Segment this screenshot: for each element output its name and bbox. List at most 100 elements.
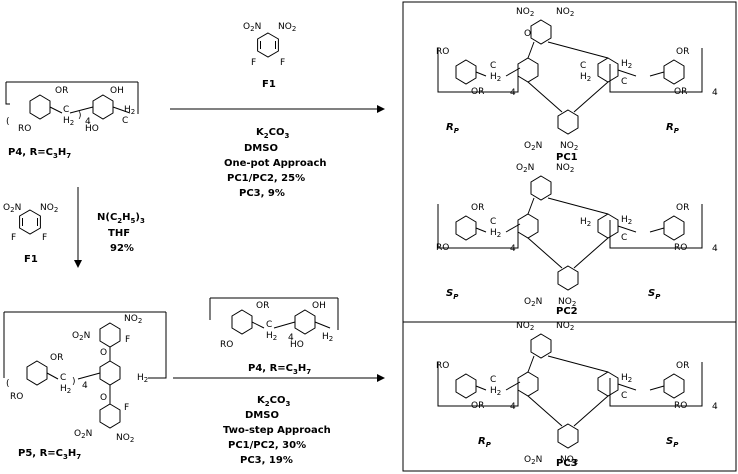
molecule-p4-bottom: OR RO OH HO C H2 H2 4 P4, R=C3H7 bbox=[209, 297, 339, 376]
svg-text:4: 4 bbox=[85, 117, 91, 127]
svg-text:NO2: NO2 bbox=[556, 321, 574, 332]
svg-text:O2N: O2N bbox=[74, 429, 92, 440]
svg-text:(: ( bbox=[6, 379, 10, 389]
svg-text:H2: H2 bbox=[621, 373, 632, 384]
svg-text:RO: RO bbox=[436, 243, 449, 253]
molecule-p5: OR RO C H2 H2 4 ( ) O O O2N NO2 F F O2N … bbox=[3, 311, 167, 461]
svg-text:O​: O​ bbox=[524, 29, 531, 39]
svg-text:RO: RO bbox=[18, 124, 31, 134]
svg-text:H2: H2 bbox=[322, 332, 333, 343]
svg-text:OR: OR bbox=[50, 353, 63, 363]
svg-text:(: ( bbox=[6, 117, 10, 127]
svg-text:C: C bbox=[60, 373, 66, 383]
svg-text:C: C bbox=[122, 116, 128, 126]
svg-text:OH: OH bbox=[110, 86, 124, 96]
svg-text:RO: RO bbox=[436, 361, 449, 371]
svg-text:O2N: O2N bbox=[524, 141, 542, 152]
two-step-solvent: DMSO bbox=[245, 410, 279, 421]
svg-text:NO2: NO2 bbox=[516, 7, 534, 18]
svg-text:C: C bbox=[490, 61, 496, 71]
svg-text:4: 4 bbox=[82, 381, 88, 391]
svg-text:F: F bbox=[251, 58, 256, 68]
arrow-one-pot bbox=[170, 105, 385, 113]
svg-text:H2: H2 bbox=[490, 228, 501, 239]
svg-text:O2N: O2N bbox=[516, 163, 534, 174]
svg-text:NO2: NO2 bbox=[556, 163, 574, 174]
svg-text:NO2: NO2 bbox=[116, 433, 134, 444]
svg-text:F1: F1 bbox=[24, 254, 38, 265]
svg-text:H2: H2 bbox=[621, 59, 632, 70]
svg-text:4: 4 bbox=[288, 333, 294, 343]
svg-text:O2N: O2N bbox=[3, 203, 21, 214]
pc1-label: PC1 bbox=[556, 152, 578, 163]
svg-text:HO: HO bbox=[85, 124, 99, 134]
arrow-two-step bbox=[173, 374, 385, 382]
svg-text:NO2: NO2 bbox=[516, 321, 534, 332]
svg-text:OR: OR bbox=[471, 203, 484, 213]
svg-text:4: 4 bbox=[510, 88, 516, 98]
svg-text:H2: H2 bbox=[490, 386, 501, 397]
svg-text:OH: OH bbox=[312, 301, 326, 311]
svg-text:4: 4 bbox=[510, 244, 516, 254]
svg-text:O2N: O2N bbox=[243, 22, 261, 33]
svg-text:RO: RO bbox=[436, 47, 449, 57]
svg-text:SP: SP bbox=[666, 436, 679, 449]
svg-text:4: 4 bbox=[712, 88, 718, 98]
step1-solvent: THF bbox=[108, 228, 130, 239]
svg-text:H2: H2 bbox=[580, 217, 591, 228]
pc3-label: PC3 bbox=[556, 458, 578, 469]
svg-text:O: O bbox=[100, 393, 107, 403]
svg-text:F: F bbox=[280, 58, 285, 68]
svg-text:C: C bbox=[490, 375, 496, 385]
svg-text:RO: RO bbox=[220, 340, 233, 350]
molecule-pc1: RO OR C H2 4 O​ NO2 NO2 NO2 O2N C H2 H2 … bbox=[436, 7, 718, 163]
svg-text:HO: HO bbox=[290, 340, 304, 350]
svg-text:C: C bbox=[266, 320, 272, 330]
svg-text:4: 4 bbox=[510, 402, 516, 412]
svg-text:OR: OR bbox=[676, 361, 689, 371]
svg-text:NO2: NO2 bbox=[560, 141, 578, 152]
svg-text:H2: H2 bbox=[580, 72, 591, 83]
two-step-approach: Two-step Approach bbox=[223, 425, 331, 436]
svg-text:OR: OR bbox=[471, 87, 484, 97]
f1-label: F1 bbox=[262, 79, 276, 90]
svg-text:RP: RP bbox=[666, 122, 680, 135]
molecule-p4-top: OR RO OH HO C H2 C H2 4 ( ) P4, R=C3H7 bbox=[5, 81, 139, 160]
one-pot-yield2: PC3, 9% bbox=[239, 188, 285, 199]
svg-text:N(C2H5)3: N(C2H5)3 bbox=[97, 212, 145, 225]
reagent-f1-left: O2N NO2 F F F1 bbox=[3, 203, 58, 265]
svg-text:SP: SP bbox=[648, 288, 661, 301]
svg-text:F: F bbox=[124, 403, 129, 413]
svg-text:RP: RP bbox=[446, 122, 460, 135]
svg-text:P5, R=C3H7: P5, R=C3H7 bbox=[18, 448, 81, 461]
conditions-two-step: K2CO3 DMSO Two-step Approach PC1/PC2, 30… bbox=[223, 395, 331, 466]
one-pot-approach: One-pot Approach bbox=[224, 158, 327, 169]
svg-text:): ) bbox=[72, 377, 76, 387]
pc2-label: PC2 bbox=[556, 306, 578, 317]
svg-text:C: C bbox=[621, 391, 627, 401]
svg-text:4: 4 bbox=[712, 244, 718, 254]
svg-text:H2: H2 bbox=[63, 116, 74, 127]
svg-text:C: C bbox=[621, 233, 627, 243]
svg-text:H2: H2 bbox=[266, 331, 277, 342]
svg-text:H2: H2 bbox=[60, 384, 71, 395]
svg-text:O: O bbox=[100, 348, 107, 358]
svg-text:OR: OR bbox=[674, 87, 687, 97]
one-pot-yield1: PC1/PC2, 25% bbox=[227, 173, 305, 184]
svg-text:K2CO3: K2CO3 bbox=[257, 395, 290, 408]
svg-text:F: F bbox=[11, 233, 16, 243]
svg-text:C: C bbox=[490, 217, 496, 227]
svg-text:H2: H2 bbox=[490, 72, 501, 83]
svg-text:OR: OR bbox=[676, 203, 689, 213]
svg-text:RP: RP bbox=[478, 436, 492, 449]
two-step-yield2: PC3, 19% bbox=[240, 455, 293, 466]
svg-text:H2: H2 bbox=[137, 373, 148, 384]
svg-text:K2CO3: K2CO3 bbox=[256, 127, 289, 140]
svg-text:OR: OR bbox=[256, 301, 269, 311]
svg-text:C: C bbox=[580, 61, 586, 71]
svg-text:NO2: NO2 bbox=[560, 455, 578, 466]
arrow-step1 bbox=[74, 187, 82, 268]
conditions-one-pot: K2CO3 DMSO One-pot Approach PC1/PC2, 25%… bbox=[224, 127, 327, 199]
svg-text:OR: OR bbox=[471, 401, 484, 411]
svg-text:H2: H2 bbox=[621, 215, 632, 226]
